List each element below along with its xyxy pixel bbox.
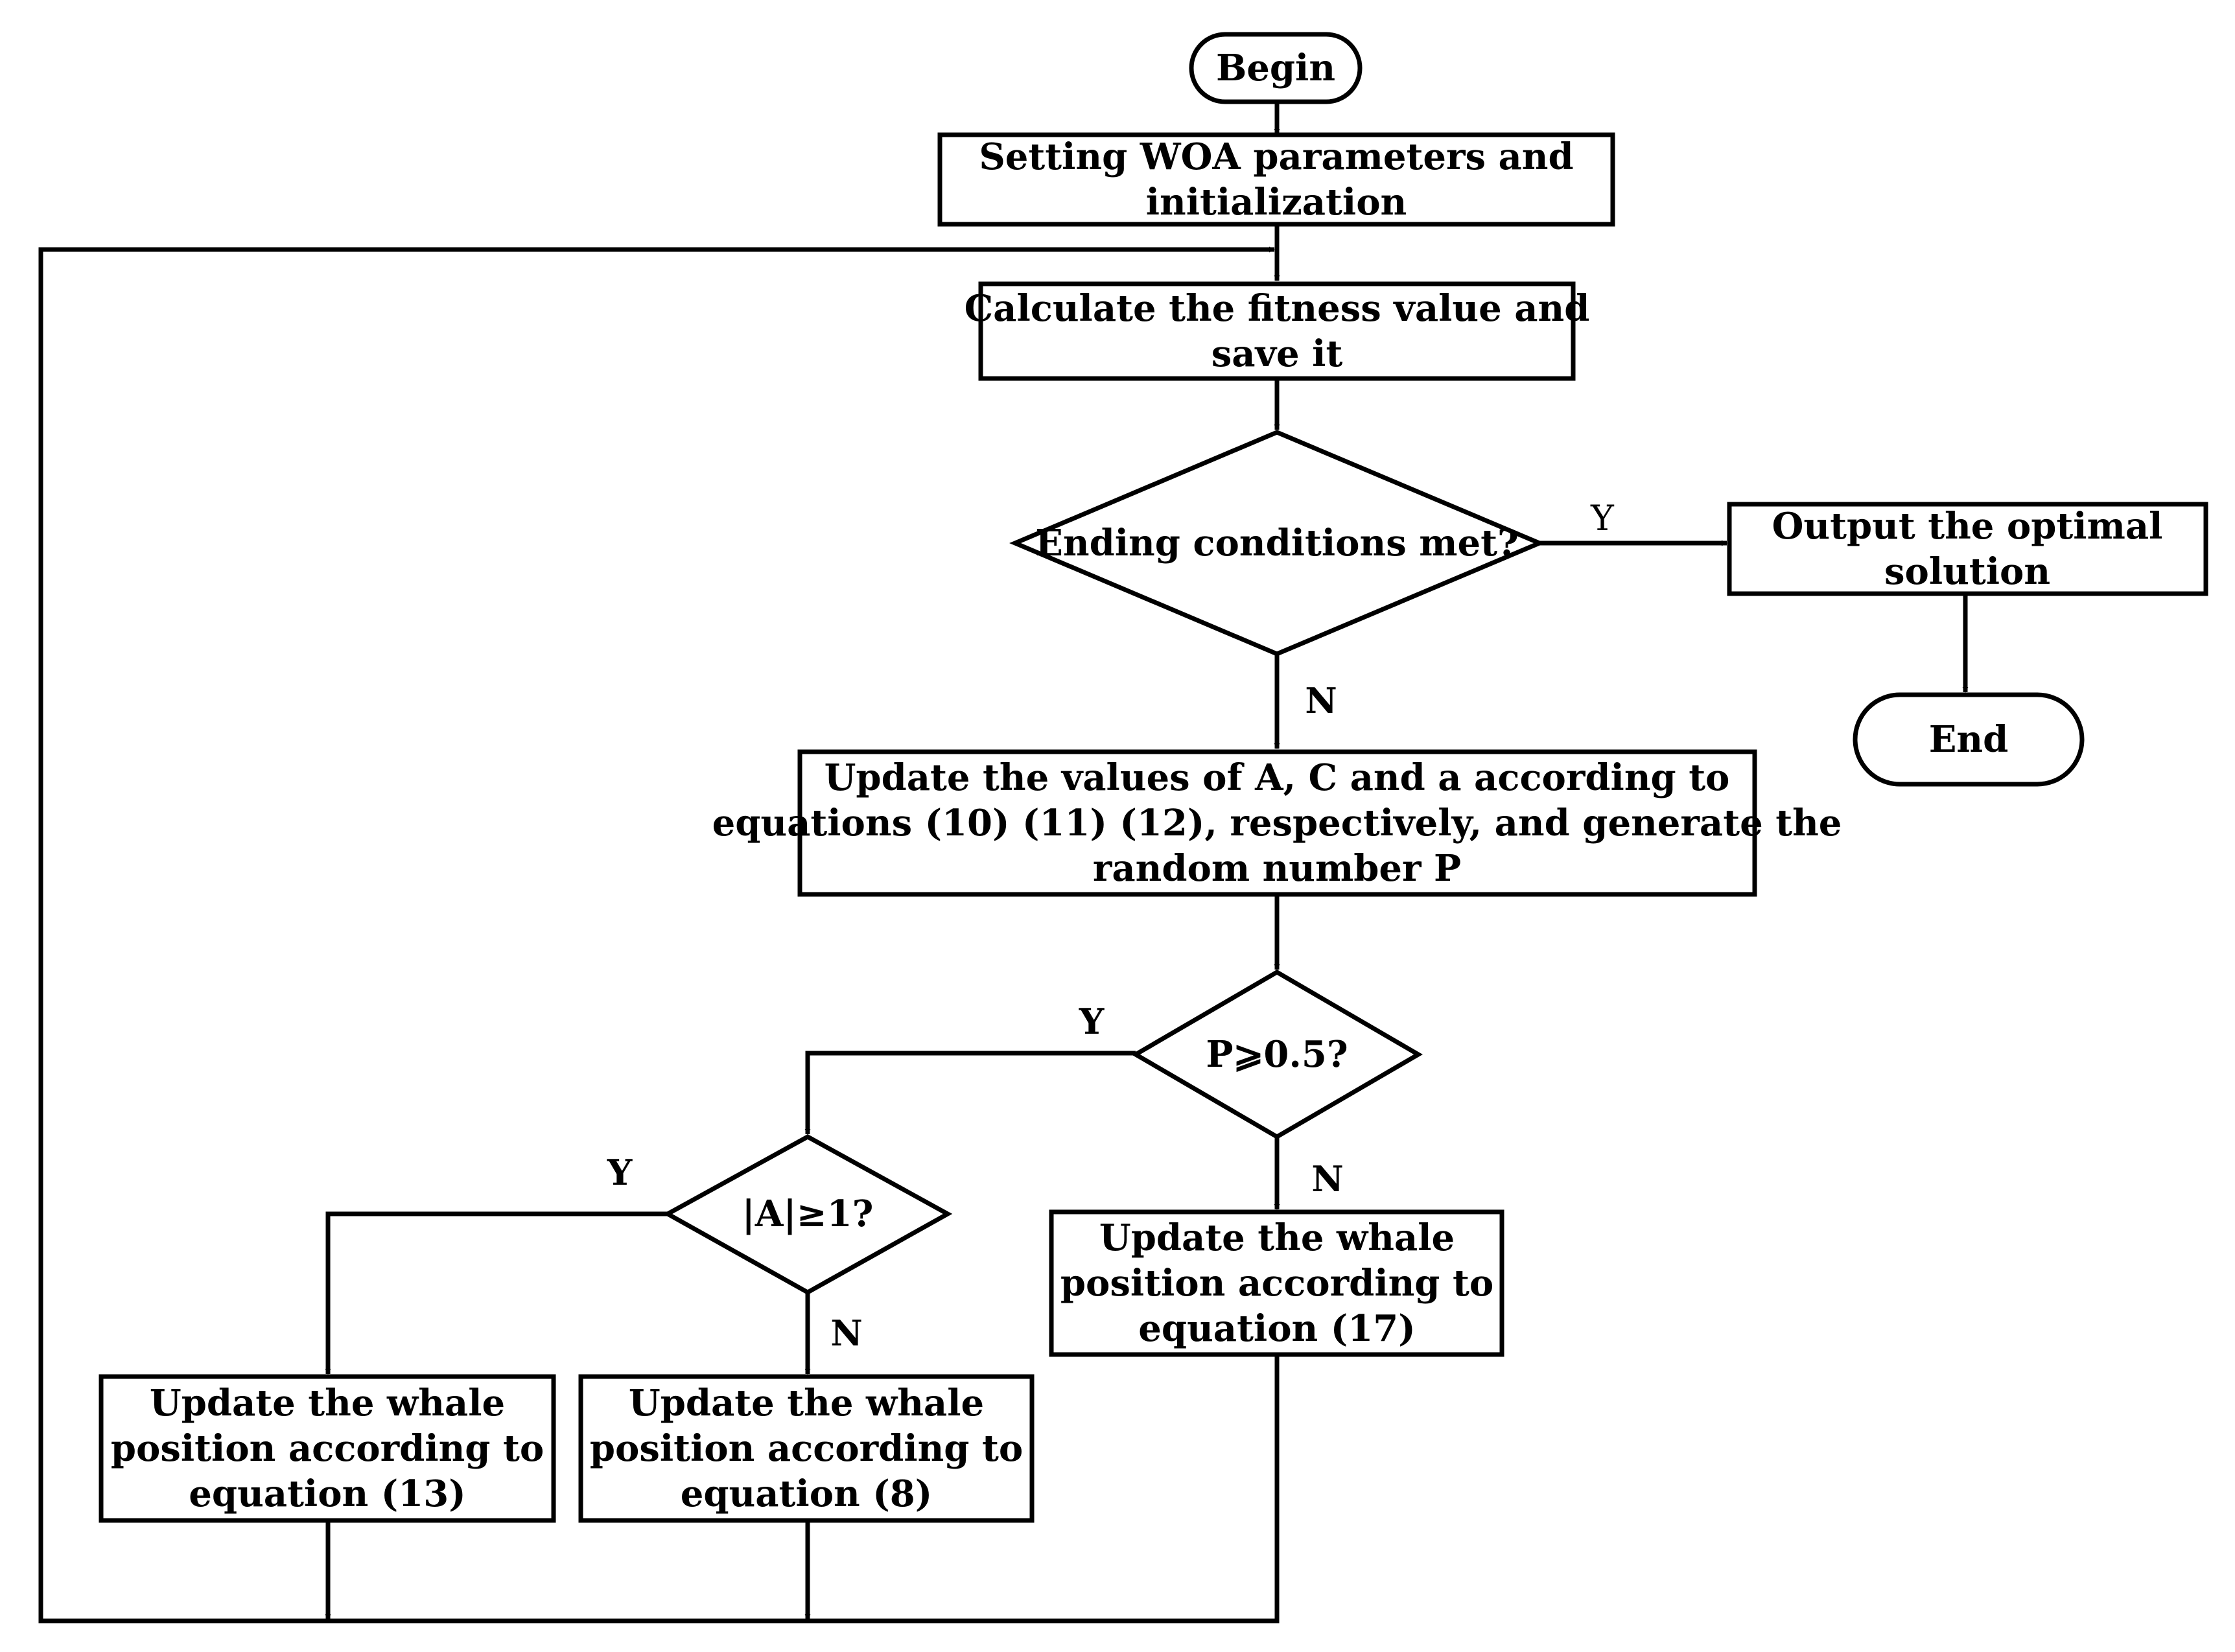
edge-loop-back-to-calculate (38, 246, 1280, 1623)
node-label-line: |A|≥1? (742, 1192, 874, 1235)
connector-lines (38, 102, 1969, 1623)
node-label-line: position according to (1060, 1262, 1493, 1305)
node-label-line: save it (1211, 332, 1343, 375)
node-label-line: Update the whale (1099, 1216, 1455, 1259)
node-label-line: Calculate the fitness value and (965, 287, 1590, 330)
node-label-line: Update the whale (629, 1382, 984, 1425)
node-label-line: Update the values of A, C and a accordin… (825, 756, 1730, 799)
node-label-line: Ending conditions met? (1035, 522, 1519, 564)
p-yes-label: Y (1079, 1001, 1105, 1042)
edge-p-yes-to-a-decision (804, 1051, 1136, 1135)
node-label-line: Begin (1216, 47, 1335, 89)
node-label-line: random number P (1093, 847, 1461, 890)
node-label-line: equations (10) (11) (12), respectively, … (712, 802, 1842, 844)
node-label-line: Update the whale (150, 1382, 505, 1425)
node-label-line: Output the optimal (1772, 505, 2163, 548)
p-no-label: N (1311, 1158, 1343, 1200)
node-label-line: solution (1884, 550, 2050, 593)
node-label-line: initialization (1146, 181, 1407, 224)
a-no-label: N (830, 1312, 862, 1354)
node-label-line: position according to (111, 1427, 544, 1470)
node-label-line: equation (8) (681, 1472, 932, 1515)
ending-yes-label: Y (1590, 498, 1615, 539)
node-label: End (1929, 718, 2009, 761)
a-yes-label: Y (607, 1152, 633, 1193)
node-label: Begin (1216, 47, 1335, 89)
node-label-line: equation (17) (1138, 1307, 1415, 1350)
p-threshold-decision: P⩾0.5? (1131, 969, 1423, 1140)
end-terminal: End (1853, 692, 2085, 787)
node-label-line: equation (13) (189, 1472, 465, 1515)
a-magnitude-decision: |A|≥1? (662, 1134, 953, 1296)
node-label-line: position according to (590, 1427, 1023, 1470)
ending-no-label: N (1305, 680, 1337, 721)
begin-terminal: Begin (1189, 32, 1363, 104)
node-label-line: End (1929, 718, 2009, 761)
node-label-line: P⩾0.5? (1206, 1033, 1348, 1076)
node-label: Update the values of A, C and a accordin… (712, 756, 1842, 890)
node-label: P⩾0.5? (1206, 1033, 1348, 1076)
ending-conditions-decision: Ending conditions met? (1009, 430, 1545, 657)
edge-a-yes-to-update-13 (325, 1211, 668, 1375)
update-values-process-box: Update the values of A, C and a accordin… (712, 749, 1842, 897)
node-label: Ending conditions met? (1035, 522, 1519, 564)
node-label: |A|≥1? (742, 1192, 874, 1235)
node-label-line: Setting WOA parameters and (979, 135, 1573, 178)
